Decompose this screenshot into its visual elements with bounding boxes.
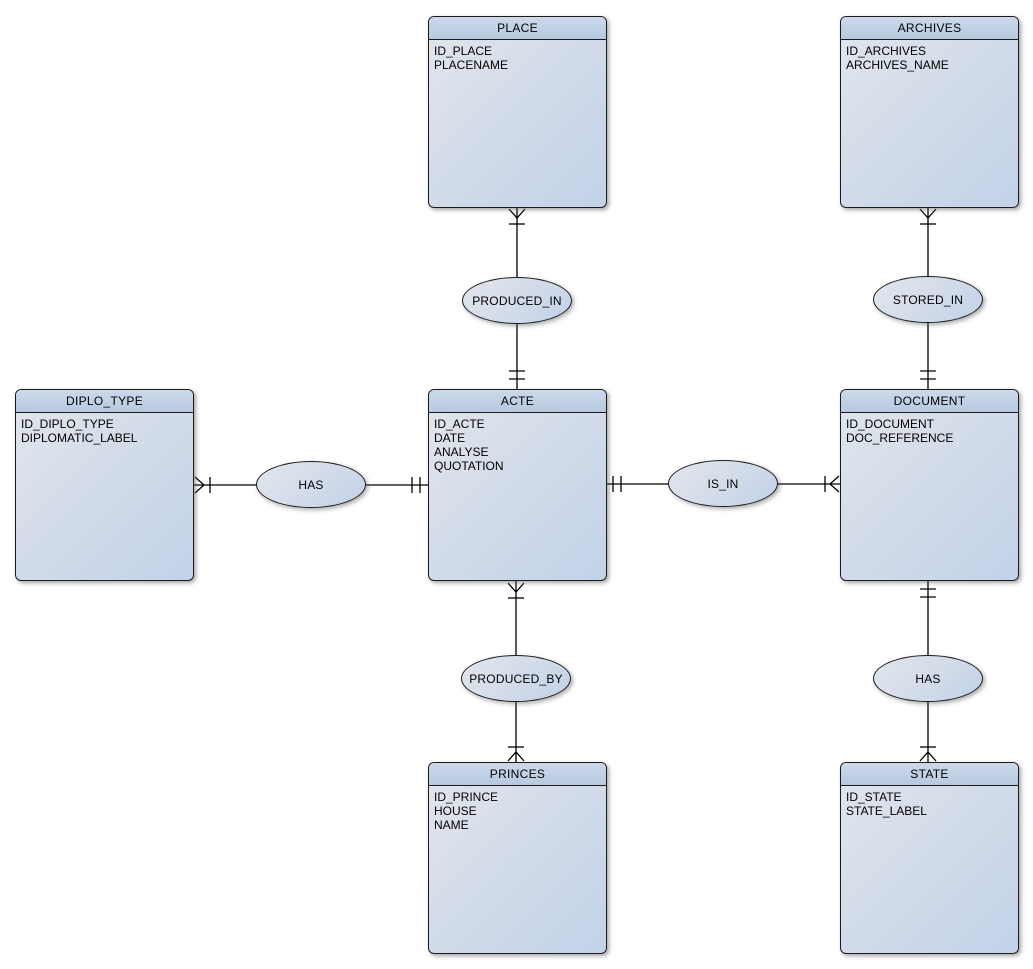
entity-document[interactable]: DOCUMENT ID_DOCUMENT DOC_REFERENCE: [840, 389, 1019, 581]
attribute: ANALYSE: [434, 445, 489, 459]
connector-acte-produced-by-princes: [507, 581, 525, 762]
relationship-label: IS_IN: [707, 476, 739, 491]
relationship-label: STORED_IN: [892, 292, 964, 307]
attribute: DATE: [434, 431, 466, 445]
relationship-produced-in[interactable]: PRODUCED_IN: [462, 277, 572, 324]
attribute: ID_DIPLO_TYPE: [21, 417, 114, 431]
attribute: ID_ARCHIVES: [846, 44, 927, 58]
connector-acte-is-in-document: [606, 475, 840, 493]
connector-place-produced-in-acte: [508, 208, 526, 390]
attribute: NAME: [434, 818, 469, 832]
entity-place-title: PLACE: [429, 17, 606, 40]
entity-state-attributes: ID_STATE STATE_LABEL: [841, 786, 1018, 822]
entity-document-attributes: ID_DOCUMENT DOC_REFERENCE: [841, 413, 1018, 449]
relationship-produced-by[interactable]: PRODUCED_BY: [461, 655, 571, 702]
entity-state[interactable]: STATE ID_STATE STATE_LABEL: [840, 762, 1019, 954]
relationship-label: HAS: [298, 477, 324, 492]
attribute: DIPLOMATIC_LABEL: [21, 431, 138, 445]
relationship-label: PRODUCED_BY: [469, 671, 563, 686]
entity-archives[interactable]: ARCHIVES ID_ARCHIVES ARCHIVES_NAME: [840, 16, 1019, 208]
entity-place[interactable]: PLACE ID_PLACE PLACENAME: [428, 16, 607, 208]
attribute: ID_PLACE: [434, 44, 493, 58]
attribute: DOC_REFERENCE: [846, 431, 954, 445]
entity-acte[interactable]: ACTE ID_ACTE DATE ANALYSE QUOTATION: [428, 389, 607, 581]
attribute: ID_ACTE: [434, 417, 485, 431]
entity-acte-title: ACTE: [429, 390, 606, 413]
entity-princes[interactable]: PRINCES ID_PRINCE HOUSE NAME: [428, 762, 607, 954]
entity-princes-attributes: ID_PRINCE HOUSE NAME: [429, 786, 606, 836]
attribute: ID_DOCUMENT: [846, 417, 935, 431]
attribute: QUOTATION: [434, 459, 504, 473]
entity-princes-title: PRINCES: [429, 763, 606, 786]
connector-archives-stored-in-document: [919, 208, 937, 390]
attribute: PLACENAME: [434, 58, 509, 72]
connector-diplo-type-has-acte: [194, 476, 429, 494]
connector-document-has-state: [919, 581, 937, 762]
entity-diplo-type[interactable]: DIPLO_TYPE ID_DIPLO_TYPE DIPLOMATIC_LABE…: [15, 389, 194, 581]
attribute: ARCHIVES_NAME: [846, 58, 949, 72]
attribute: STATE_LABEL: [846, 804, 927, 818]
entity-place-attributes: ID_PLACE PLACENAME: [429, 40, 606, 76]
entity-archives-attributes: ID_ARCHIVES ARCHIVES_NAME: [841, 40, 1018, 76]
entity-acte-attributes: ID_ACTE DATE ANALYSE QUOTATION: [429, 413, 606, 477]
entity-document-title: DOCUMENT: [841, 390, 1018, 413]
relationship-label: HAS: [915, 671, 941, 686]
entity-state-title: STATE: [841, 763, 1018, 786]
attribute: ID_STATE: [846, 790, 902, 804]
relationship-has-state[interactable]: HAS: [873, 655, 983, 702]
entity-archives-title: ARCHIVES: [841, 17, 1018, 40]
entity-diplo-type-title: DIPLO_TYPE: [16, 390, 193, 413]
entity-diplo-type-attributes: ID_DIPLO_TYPE DIPLOMATIC_LABEL: [16, 413, 193, 449]
relationship-stored-in[interactable]: STORED_IN: [873, 276, 983, 323]
relationship-is-in[interactable]: IS_IN: [668, 460, 778, 507]
attribute: ID_PRINCE: [434, 790, 499, 804]
relationship-has-diplo-type[interactable]: HAS: [256, 461, 366, 508]
attribute: HOUSE: [434, 804, 477, 818]
relationship-label: PRODUCED_IN: [472, 293, 562, 308]
